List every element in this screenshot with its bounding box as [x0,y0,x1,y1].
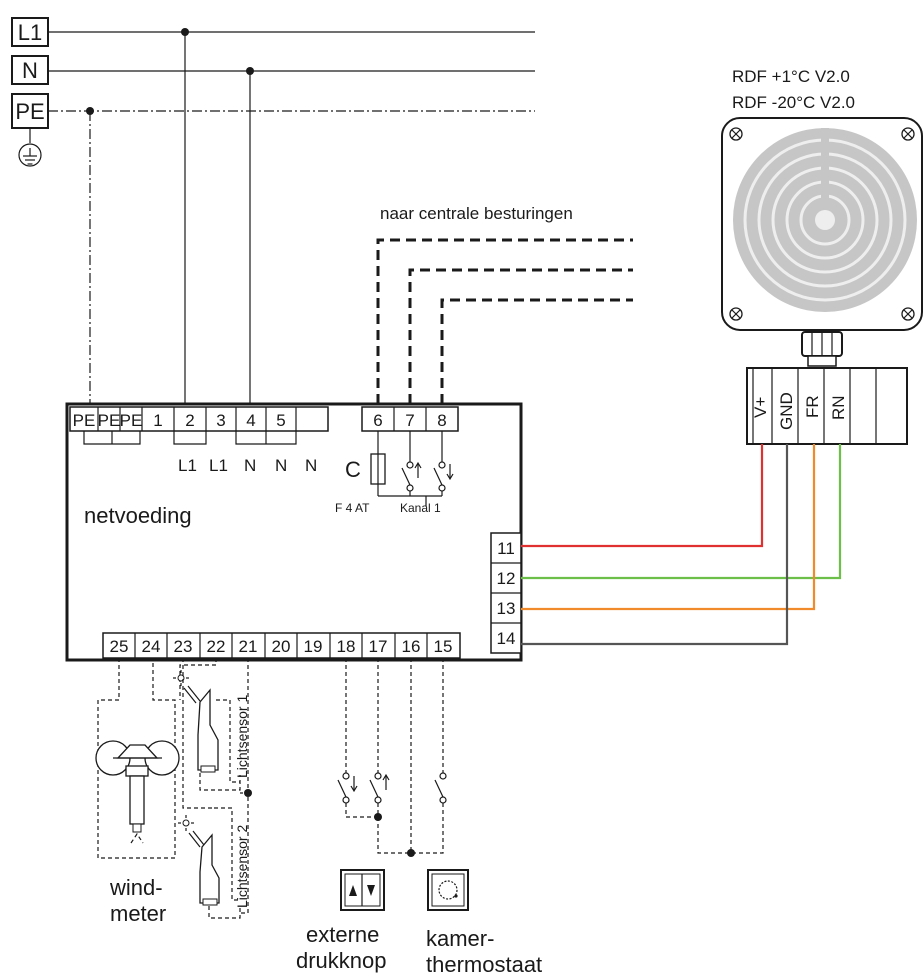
central-control-label: naar centrale besturingen [380,204,573,223]
n-terminal-box [11,55,49,85]
terminal-6: 6 [373,411,382,430]
central-control-lines: naar centrale besturingen [376,204,633,404]
anemometer-icon [95,740,180,844]
terminal-7: 7 [405,411,414,430]
l1-terminal-box [11,17,49,47]
central-line-6 [376,238,633,404]
terminal-pe-3: PE [120,411,143,430]
fuse-letter: C [345,457,361,482]
sublabel-l1-a: L1 [178,456,197,475]
terminal-22: 22 [207,637,226,656]
terminal-1: 1 [153,411,162,430]
terminal-11: 11 [497,539,515,558]
windmeter-wiring [97,658,176,859]
lichtsensor-junction [244,789,252,797]
fuse-label: F 4 AT [335,501,370,515]
wire-fr [521,444,816,611]
terminal-13: 13 [497,599,516,618]
switch-junction [374,813,382,821]
terminal-20: 20 [272,637,291,656]
sensor-title-1: RDF +1°C V2.0 [732,67,850,86]
terminal-4: 4 [246,411,255,430]
terminal-23: 23 [174,637,193,656]
terminal-15: 15 [434,637,453,656]
sensor-wires [521,444,842,646]
heating-plate-icon [733,128,917,312]
switch-up-icon [369,772,390,804]
lichtsensor-2: Lichtsensor 2 [178,658,250,919]
sensor-device: RDF +1°C V2.0 RDF -20°C V2.0 [721,67,923,445]
wire-rn [521,444,842,580]
controller-outline [65,402,523,662]
kanal-label: Kanal 1 [400,501,441,515]
sublabel-n-c: N [305,456,317,475]
wire-vplus [521,444,764,548]
switch-junction [407,849,415,857]
sensor-pin-gnd: GND [777,392,796,430]
terminal-pe-1: PE [73,411,96,430]
terminal-24: 24 [142,637,161,656]
sun-icon [173,670,189,686]
l1-terminal-label: L1 [18,20,42,45]
sensor-pin-rn: RN [829,395,848,420]
lichtsensor-2-label: Lichtsensor 2 [234,825,250,908]
windmeter: wind- meter [95,658,180,926]
controller-box: PE PE PE 1 2 3 4 5 6 7 8 L1 L1 N N N C [65,402,523,662]
terminal-17: 17 [369,637,388,656]
sun-icon [178,815,194,831]
sensor-title-2: RDF -20°C V2.0 [732,93,855,112]
terminal-19: 19 [304,637,323,656]
lichtsensor-2-icon [199,833,220,904]
terminal-pe-2: PE [98,411,121,430]
sensor-pin-fr: FR [803,395,822,418]
switch-down-icon [337,772,358,804]
sensor-terminal-block [746,367,908,445]
windmeter-label-1: wind- [109,875,163,900]
sublabel-l1-b: L1 [209,456,228,475]
pe-terminal-label: PE [15,99,44,124]
external-switches: externe drukknop kamer- thermostaat [296,658,542,977]
drukknop-label-1: externe [306,922,379,947]
relay-down-icon [433,431,454,496]
windmeter-label-2: meter [110,901,166,926]
thermostat-switch-icon [434,772,447,804]
relay-up-icon [401,431,422,496]
terminal-14: 14 [497,629,516,648]
central-line-8 [440,298,633,404]
terminal-25: 25 [110,637,129,656]
terminal-12: 12 [497,569,516,588]
sensor-pin-vplus: V+ [751,397,770,418]
supply-lines [48,28,535,404]
sublabel-n-b: N [275,456,287,475]
top-terminal-strip-left [69,406,329,432]
central-line-7 [408,268,633,404]
n-terminal-label: N [22,58,38,83]
lichtsensor-1-label: Lichtsensor 1 [234,695,250,778]
thermostaat-label-2: thermostaat [426,952,542,977]
supply-terminals: L1 N PE [11,17,49,167]
terminal-8: 8 [437,411,446,430]
wire-gnd [521,444,789,646]
lichtsensor-1: Lichtsensor 1 [173,658,252,797]
l1-bridge [173,431,207,445]
drukknop-label-2: drukknop [296,948,387,973]
terminal-2: 2 [185,411,194,430]
terminal-18: 18 [337,637,356,656]
terminal-16: 16 [402,637,421,656]
lichtsensor-1-icon [197,688,219,771]
terminal-5: 5 [276,411,285,430]
thermostaat-label-1: kamer- [426,926,494,951]
earth-icon [18,143,42,167]
bottom-terminal-strip [102,632,461,659]
terminal-3: 3 [216,411,225,430]
terminal-21: 21 [239,637,258,656]
sublabel-n-a: N [244,456,256,475]
power-label: netvoeding [84,503,192,528]
